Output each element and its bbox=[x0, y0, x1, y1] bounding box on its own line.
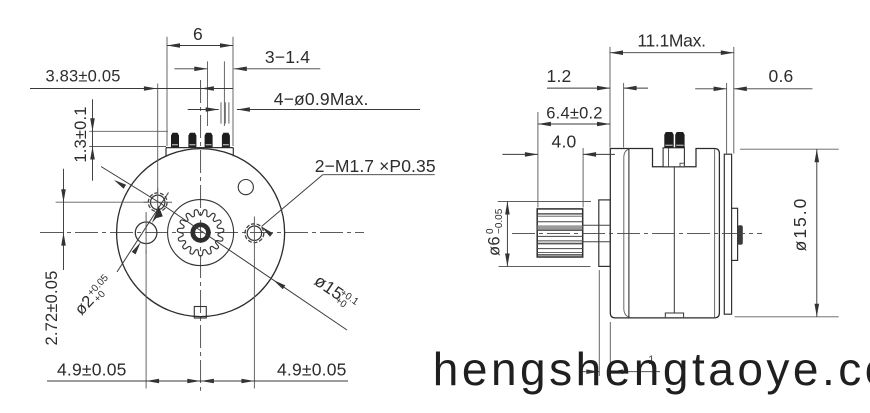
svg-text:0.6: 0.6 bbox=[769, 66, 794, 86]
svg-text:11.1Max.: 11.1Max. bbox=[637, 31, 705, 51]
svg-text:3.83±0.05: 3.83±0.05 bbox=[46, 68, 121, 86]
svg-text:1.2: 1.2 bbox=[547, 66, 572, 86]
svg-text:6: 6 bbox=[193, 24, 203, 44]
svg-text:1.3±0.1: 1.3±0.1 bbox=[72, 106, 90, 162]
svg-text:4.9±0.05: 4.9±0.05 bbox=[57, 360, 127, 380]
svg-text:2.72±0.05: 2.72±0.05 bbox=[43, 270, 61, 345]
svg-text:4.0: 4.0 bbox=[552, 132, 577, 152]
svg-text:ø6: ø6 bbox=[486, 236, 504, 256]
svg-text:hengshengtaoye.com: hengshengtaoye.com bbox=[433, 343, 870, 395]
svg-text:3−1.4: 3−1.4 bbox=[265, 47, 310, 67]
svg-text:−0.05: −0.05 bbox=[494, 208, 505, 234]
svg-text:ø15.0: ø15.0 bbox=[790, 197, 810, 252]
svg-text:1: 1 bbox=[648, 353, 655, 367]
svg-text:4.9±0.05: 4.9±0.05 bbox=[277, 360, 347, 380]
svg-text:0: 0 bbox=[485, 228, 496, 234]
svg-text:6.4±0.2: 6.4±0.2 bbox=[546, 105, 602, 123]
svg-text:2−M1.7 ×P0.35: 2−M1.7 ×P0.35 bbox=[315, 156, 436, 176]
svg-text:4−ø0.9Max.: 4−ø0.9Max. bbox=[274, 89, 369, 109]
